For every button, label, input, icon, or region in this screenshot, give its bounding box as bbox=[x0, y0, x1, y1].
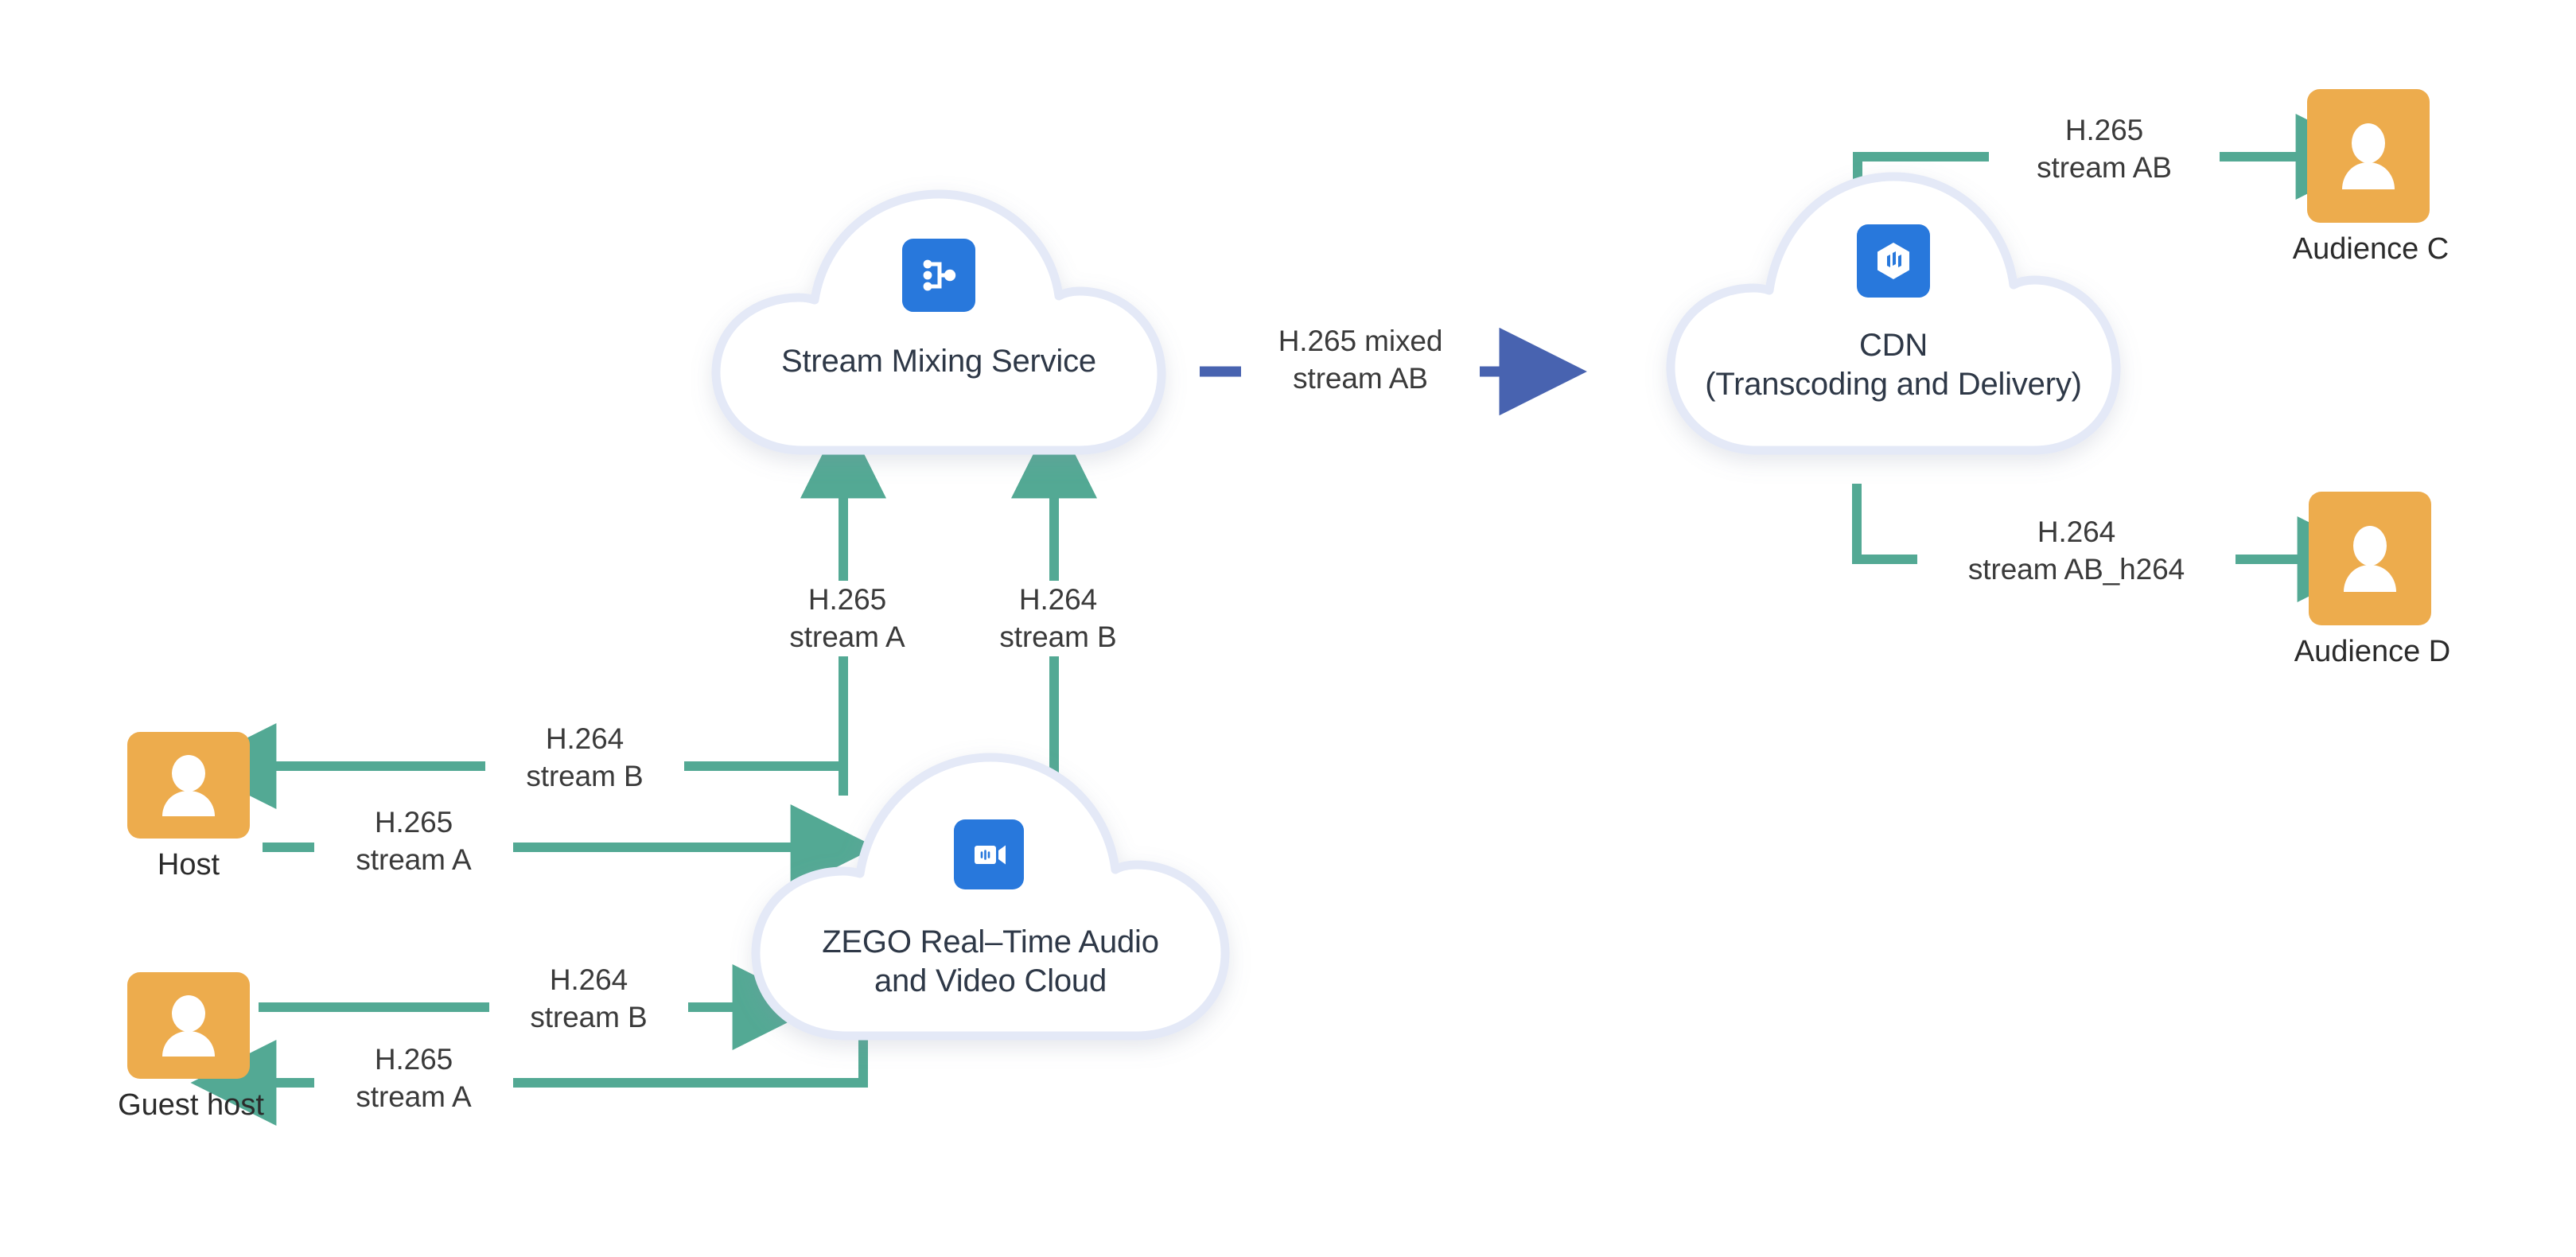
edge-label-host-receive: H.264 stream B bbox=[485, 720, 684, 796]
node-host[interactable]: Host bbox=[127, 732, 263, 891]
audience-d-caption: Audience D bbox=[2294, 635, 2451, 668]
node-zego-cloud[interactable]: ZEGO Real–Time Audio and Video Cloud bbox=[740, 748, 1241, 1066]
guest-host-caption: Guest host bbox=[118, 1088, 264, 1122]
cloud-shape bbox=[711, 189, 1166, 455]
video-camera-icon bbox=[954, 819, 1024, 889]
edge-cdn-to-d bbox=[1852, 484, 2383, 602]
host-caption: Host bbox=[157, 848, 220, 881]
edge-label-mix-in-b: H.264 stream B bbox=[959, 581, 1158, 656]
node-stream-mixing-service[interactable]: Stream Mixing Service bbox=[700, 185, 1177, 455]
stream-mixing-icon bbox=[902, 239, 975, 312]
node-cdn[interactable]: CDN (Transcoding and Delivery) bbox=[1655, 167, 2132, 477]
node-guest-host[interactable]: Guest host bbox=[118, 972, 264, 1147]
cloud-shape bbox=[751, 753, 1230, 1041]
cloud-shape bbox=[1666, 172, 2121, 455]
person-icon bbox=[2309, 492, 2431, 625]
person-icon bbox=[2307, 89, 2430, 223]
person-icon bbox=[127, 972, 250, 1079]
cdn-cube-icon bbox=[1857, 224, 1930, 298]
zego-cloud-label: ZEGO Real–Time Audio and Video Cloud bbox=[822, 924, 1159, 998]
cdn-label: CDN (Transcoding and Delivery) bbox=[1705, 328, 2082, 402]
edge-label-cdn-to-d: H.264 stream AB_h264 bbox=[1917, 513, 2236, 589]
node-audience-d[interactable]: Audience D bbox=[2294, 492, 2450, 675]
stream-mixing-label: Stream Mixing Service bbox=[781, 344, 1096, 379]
person-icon bbox=[127, 732, 250, 839]
edge-label-guest-receive: H.265 stream A bbox=[314, 1041, 513, 1116]
edge-label-mix-in-a: H.265 stream A bbox=[748, 581, 947, 656]
node-audience-c[interactable]: Audience C bbox=[2293, 89, 2449, 272]
edge-label-cdn-to-c: H.265 stream AB bbox=[1989, 111, 2220, 187]
edge-label-guest-publish: H.264 stream B bbox=[489, 961, 688, 1037]
audience-c-caption: Audience C bbox=[2292, 232, 2450, 266]
edge-label-host-publish: H.265 stream A bbox=[314, 804, 513, 879]
edge-label-mix-to-cdn: H.265 mixed stream AB bbox=[1241, 322, 1480, 398]
